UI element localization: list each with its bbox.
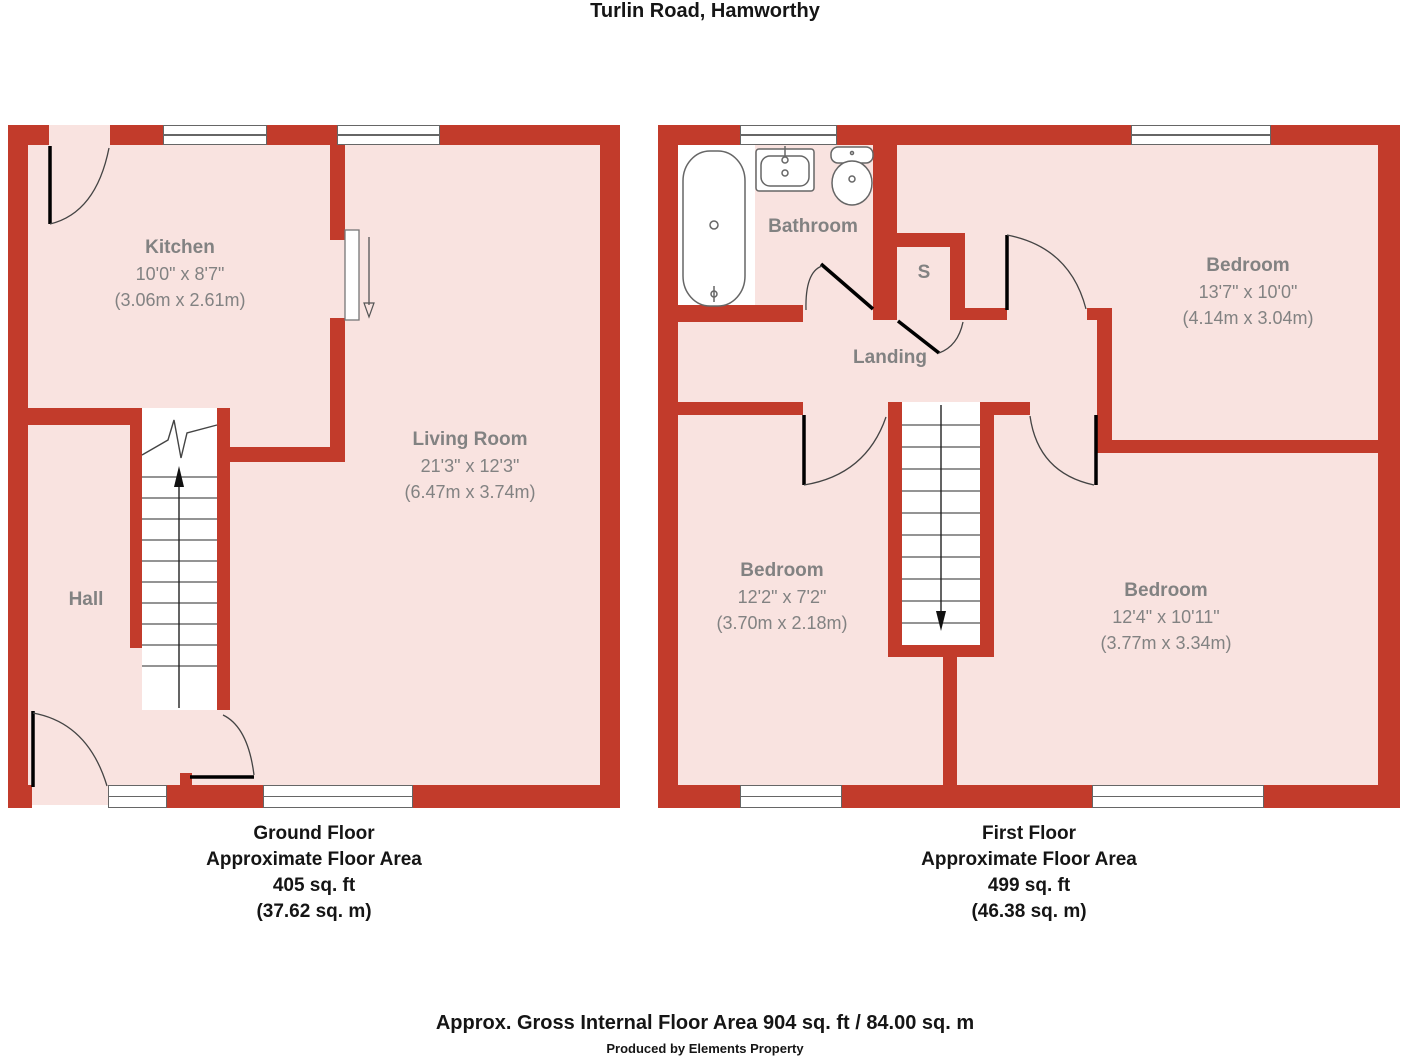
gf-bottom-wall-segment [8,785,32,808]
gf-living-room-bottom-window [263,785,413,808]
ff-bedroom1-window [1131,125,1271,145]
first-floor-footer: First Floor Approximate Floor Area 499 s… [658,821,1400,925]
gf-kitchen-opening-symbol [344,229,375,321]
ff-left-wall [658,125,678,808]
gf-footer-subtitle: Approximate Floor Area [206,849,422,870]
toilet-icon [830,146,874,206]
room-label-bathroom: Bathroom [768,216,858,237]
ff-storage-door [896,319,964,355]
gf-top-wall-segment [440,125,620,145]
gf-top-wall-segment [267,125,337,145]
ff-footer-area-m: (46.38 sq. m) [971,901,1087,922]
ff-bathroom-window [740,125,837,145]
ff-storage-top-wall [877,233,965,247]
bathtub-icon [682,150,746,307]
ff-top-wall-segment [837,125,1131,145]
ff-bottom-wall-segment [1264,785,1400,808]
ff-storage-right-wall [950,233,965,320]
gf-stair-left-wall [130,408,142,648]
ff-footer-subtitle: Approximate Floor Area [921,849,1137,870]
gf-footer-area-ft: 405 sq. ft [272,875,356,896]
ff-top-wall-segment [1271,125,1400,145]
ground-floor-footer: Ground Floor Approximate Floor Area 405 … [8,821,620,925]
ff-bedroom2-door [802,415,887,486]
gf-stair-break-line [141,419,218,459]
ff-bathroom-door [805,262,875,311]
gf-hall-kitchen-wall [28,408,140,425]
ff-bottom-wall-segment [842,785,1092,808]
ff-stair-down-arrow [936,405,946,631]
ff-landing-bedroom-wall [950,308,1007,320]
gf-hall-window [108,785,167,808]
ff-landing-south-wall [678,402,803,415]
room-label-hall: Hall [68,589,104,610]
first-floor-plan: Bathroom S Landing Bedroom 13'7" x 10'0"… [658,125,1400,808]
ff-stairwell-right-wall [980,402,994,657]
room-label-landing: Landing [853,347,927,368]
ff-bedroom1-west-wall [1097,320,1112,453]
gf-back-door-opening [49,125,110,145]
gf-footer-title: Ground Floor [253,823,375,844]
room-label-bedroom-1: Bedroom 13'7" x 10'0" (4.14m x 3.04m) [1182,255,1314,328]
gf-top-wall-segment [8,125,49,145]
ground-floor-plan: Kitchen 10'0" x 8'7" (3.06m x 2.61m) Liv… [8,125,620,808]
gf-back-door [48,146,110,225]
produced-by: Produced by Elements Property [606,1041,804,1056]
room-label-kitchen: Kitchen 10'0" x 8'7" (3.06m x 2.61m) [114,237,246,310]
page-title: Turlin Road, Hamworthy [590,0,820,22]
gf-right-wall [600,125,620,808]
ff-stairwell-left-wall [888,402,902,657]
gf-top-wall-segment [110,125,163,145]
ff-bedroom1-south-wall [1097,440,1400,453]
room-label-storage: S [917,262,931,283]
ff-bedroom3-door [1029,415,1098,486]
gf-kitchen-window [163,125,267,145]
gf-stair-right-wall [217,408,230,710]
ff-stairwell-bottom-wall [888,645,994,657]
gf-living-room-top-window [337,125,440,145]
ff-bedroom-divider-wall [943,657,957,785]
ff-bathroom-south-wall [678,305,803,322]
ff-right-wall [1378,125,1400,808]
gross-area-summary: Approx. Gross Internal Floor Area 904 sq… [435,1012,975,1034]
ff-footer-area-ft: 499 sq. ft [987,875,1071,896]
room-label-living-room: Living Room 21'3" x 12'3" (6.47m x 3.74m… [404,429,536,502]
gf-living-room-door [190,714,255,779]
gf-door-stub-wall [180,773,192,788]
ff-top-wall-segment [658,125,740,145]
sink-icon [755,146,815,192]
ff-bedroom2-window [740,785,842,808]
ff-landing-wall-segment [994,402,1030,415]
room-label-bedroom-2: Bedroom 12'2" x 7'2" (3.70m x 2.18m) [716,560,848,633]
ff-bathroom-east-wall [873,145,897,320]
gf-bottom-wall-segment [167,785,263,808]
ff-landing-bedroom-stub [1087,308,1112,320]
gf-kitchen-living-divider-upper [330,145,345,240]
gf-footer-area-m: (37.62 sq. m) [256,901,372,922]
ff-bedroom3-window [1092,785,1264,808]
gf-bottom-wall-segment [413,785,620,808]
ff-bottom-wall-segment [658,785,740,808]
gf-front-door-opening [32,785,108,805]
gf-left-wall [8,125,28,808]
gf-kitchen-living-divider-lower [330,318,345,462]
ff-overlay [682,146,1098,631]
gf-kitchen-south-wall [217,447,345,462]
ff-floor-area [678,145,1380,785]
room-label-bedroom-3: Bedroom 12'4" x 10'11" (3.77m x 3.34m) [1100,580,1232,653]
gf-overlay [31,146,375,787]
ff-bedroom1-door [1005,234,1087,310]
gf-front-door [31,711,108,787]
gf-stair-up-arrow [174,466,184,708]
gf-floor-area [28,145,600,785]
ff-footer-title: First Floor [982,823,1076,844]
